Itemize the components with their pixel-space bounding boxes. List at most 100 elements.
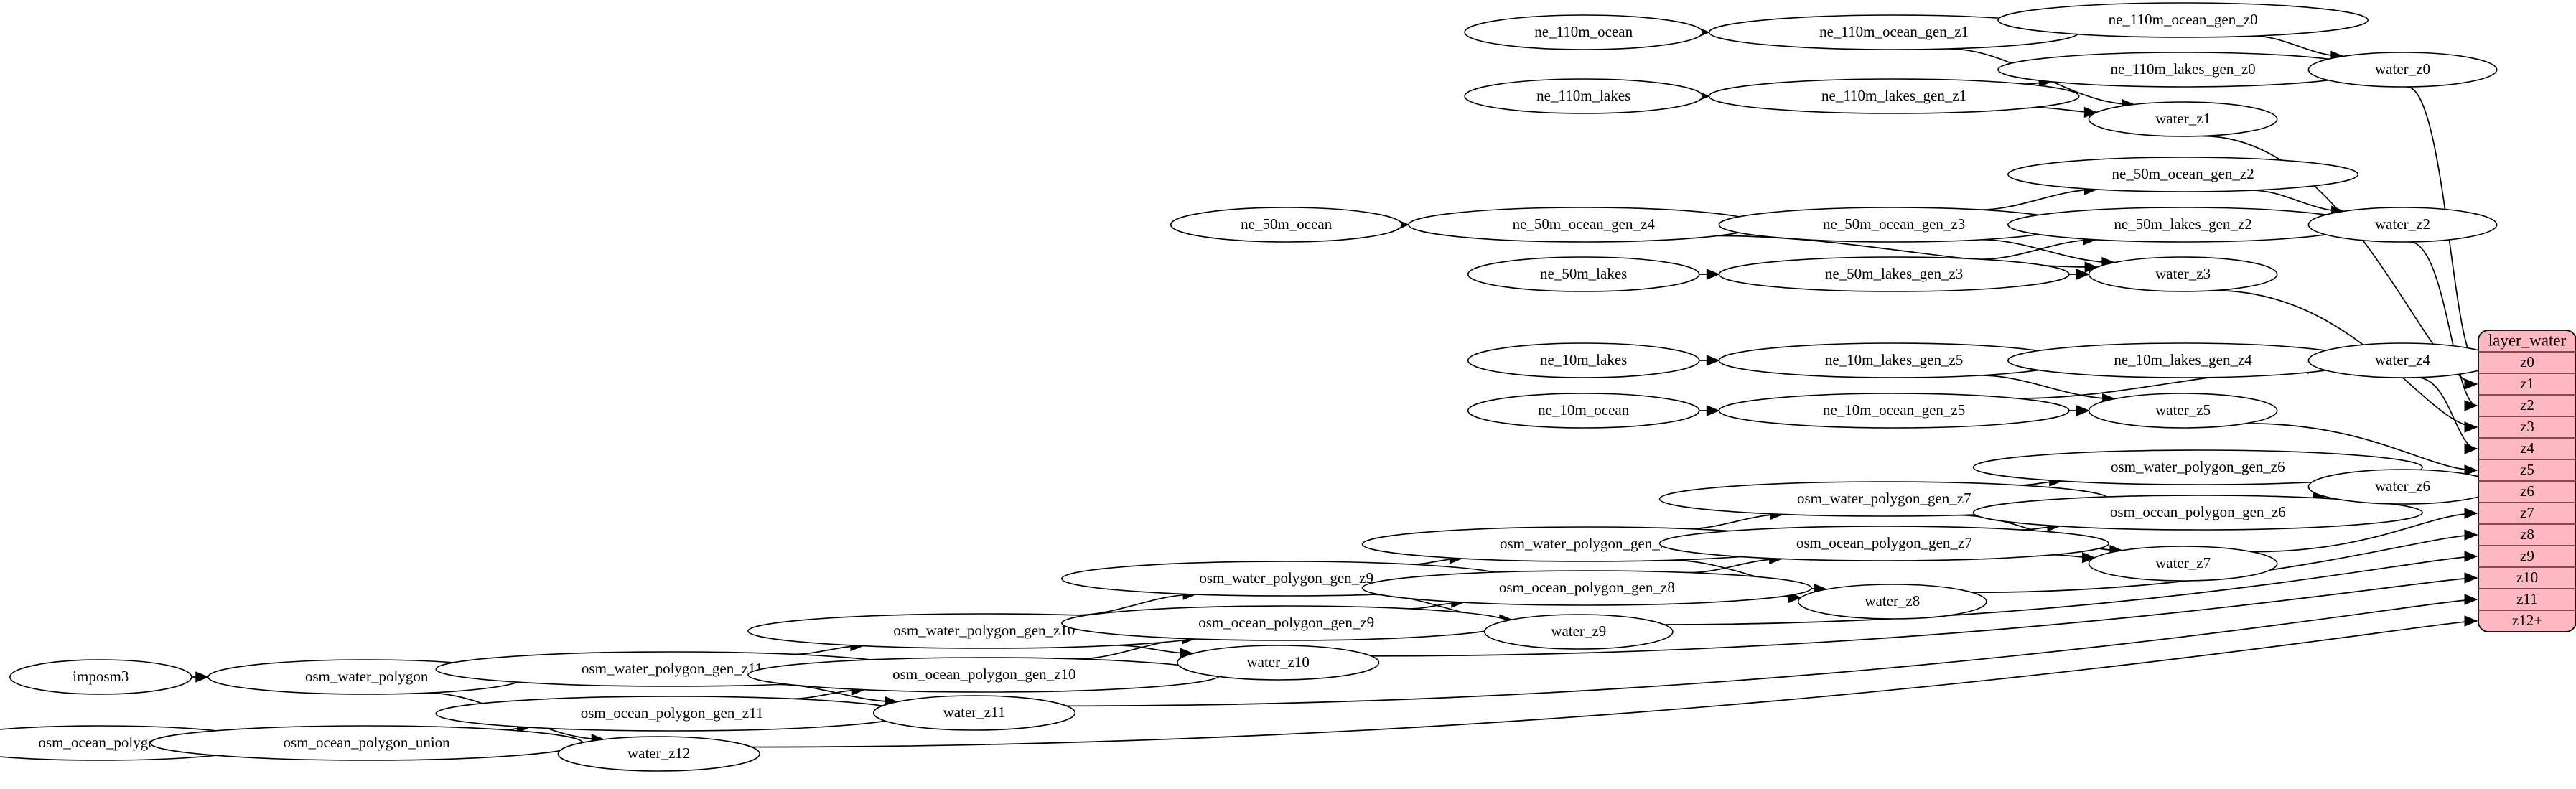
edge-water_z2-to-table-z2: [2409, 241, 2478, 411]
node-label: water_z10: [1246, 653, 1309, 671]
edge-water_z5-to-table-z5: [2246, 422, 2478, 476]
node-label: ne_50m_ocean_gen_z3: [1823, 215, 1965, 233]
table-row-z0[interactable]: z0: [2520, 353, 2534, 370]
node-label: ne_110m_lakes_gen_z0: [2111, 60, 2256, 78]
node-label: osm_ocean_polygon_gen_z9: [1198, 614, 1374, 631]
node-label: water_z4: [2375, 351, 2430, 368]
node-label: ne_50m_lakes: [1540, 265, 1627, 282]
edge-water_z7-to-table-z7: [2251, 508, 2478, 553]
table-row-z3[interactable]: z3: [2520, 418, 2534, 435]
table-row-z12+[interactable]: z12+: [2512, 612, 2542, 629]
node-water_z11[interactable]: water_z11: [872, 695, 1076, 731]
node-label: water_z6: [2375, 477, 2430, 495]
node-label: water_z5: [2155, 401, 2211, 419]
node-ne_50m_ocean_gen_z4[interactable]: ne_50m_ocean_gen_z4: [1408, 207, 1760, 243]
node-ne_110m_ocean_gen_z1[interactable]: ne_110m_ocean_gen_z1: [1708, 14, 2080, 50]
table-row-z1[interactable]: z1: [2520, 375, 2534, 392]
table-row-z7[interactable]: z7: [2520, 504, 2534, 521]
node-label: water_z1: [2155, 110, 2211, 127]
layer-water-table[interactable]: layer_water z0 z1 z2 z3 z4 z5 z6 z7 z8 z9 z10 z11 z12…: [2478, 330, 2576, 632]
edge-ne_110m_lakes_gen_z1-to-water_z1: [2035, 106, 2098, 118]
node-water_z1[interactable]: water_z1: [2088, 101, 2278, 137]
edge-water_z9-to-table-z9: [1663, 551, 2478, 625]
node-ne_110m_ocean_gen_z0[interactable]: ne_110m_ocean_gen_z0: [1997, 2, 2369, 38]
node-ne_110m_lakes_gen_z1[interactable]: ne_110m_lakes_gen_z1: [1708, 78, 2080, 114]
node-ne_110m_lakes_gen_z0[interactable]: ne_110m_lakes_gen_z0: [1997, 52, 2369, 88]
table-header-label: layer_water: [2488, 331, 2567, 349]
node-osm_ocean_polygon_gen_z6[interactable]: osm_ocean_polygon_gen_z6: [1972, 495, 2423, 531]
node-water_z3[interactable]: water_z3: [2088, 256, 2278, 292]
node-label: ne_110m_ocean_gen_z1: [1819, 23, 1969, 40]
node-ne_50m_lakes[interactable]: ne_50m_lakes: [1467, 256, 1700, 292]
edge-water_z4-to-table-z4: [2417, 376, 2478, 454]
table-row-z4[interactable]: z4: [2520, 439, 2534, 457]
node-label: ne_110m_lakes_gen_z1: [1821, 87, 1966, 104]
node-osm_ocean_polygon_gen_z9[interactable]: osm_ocean_polygon_gen_z9: [1061, 605, 1512, 641]
node-water_z9[interactable]: water_z9: [1483, 614, 1674, 650]
table-row-z6[interactable]: z6: [2520, 482, 2534, 500]
node-water_z5[interactable]: water_z5: [2088, 393, 2278, 429]
edge-water_z8-to-table-z8: [1972, 529, 2478, 594]
node-osm_ocean_polygon_gen_z11[interactable]: osm_ocean_polygon_gen_z11: [435, 696, 909, 732]
node-label: osm_water_polygon_gen_z8: [1500, 535, 1674, 552]
node-osm_ocean_polygon_gen_z7[interactable]: osm_ocean_polygon_gen_z7: [1658, 526, 2109, 561]
node-water_z2[interactable]: water_z2: [2307, 207, 2498, 243]
node-imposm3[interactable]: imposm3: [9, 659, 192, 695]
node-ne_10m_lakes[interactable]: ne_10m_lakes: [1467, 342, 1700, 378]
table-row-z8[interactable]: z8: [2520, 526, 2534, 543]
node-ne_10m_ocean_gen_z5[interactable]: ne_10m_ocean_gen_z5: [1718, 393, 2070, 429]
table-row-z5[interactable]: z5: [2520, 461, 2534, 478]
node-label: ne_10m_ocean: [1538, 401, 1630, 419]
node-water_z6[interactable]: water_z6: [2307, 469, 2498, 505]
node-water_z4[interactable]: water_z4: [2307, 342, 2498, 378]
node-osm_water_polygon_gen_z6[interactable]: osm_water_polygon_gen_z6: [1972, 449, 2423, 485]
node-label: ne_50m_ocean_gen_z2: [2111, 165, 2254, 182]
table-row-z2[interactable]: z2: [2520, 396, 2534, 414]
table-row-z10[interactable]: z10: [2516, 569, 2538, 586]
node-label: osm_ocean_polygon: [38, 734, 163, 751]
node-label: osm_ocean_polygon_gen_z11: [581, 704, 764, 722]
node-ne_110m_ocean[interactable]: ne_110m_ocean: [1464, 14, 1704, 50]
table-row-z11[interactable]: z11: [2516, 590, 2538, 607]
node-label: water_z7: [2155, 554, 2211, 571]
edge-ne_50m_lakes_gen_z3-to-water_z3: [2068, 269, 2090, 280]
node-ne_10m_lakes_gen_z4[interactable]: ne_10m_lakes_gen_z4: [2007, 342, 2359, 378]
table-row-z9[interactable]: z9: [2520, 547, 2534, 564]
node-ne_110m_lakes[interactable]: ne_110m_lakes: [1464, 78, 1704, 114]
node-ne_50m_lakes_gen_z3[interactable]: ne_50m_lakes_gen_z3: [1718, 256, 2070, 292]
node-water_z10[interactable]: water_z10: [1177, 645, 1380, 681]
edge-ne_10m_ocean-to-ne_10m_ocean_gen_z5: [1699, 405, 1720, 416]
node-ne_10m_ocean[interactable]: ne_10m_ocean: [1467, 393, 1700, 429]
node-osm_ocean_polygon_union[interactable]: osm_ocean_polygon_union: [149, 725, 584, 761]
node-label: ne_110m_ocean: [1534, 23, 1633, 40]
node-label: ne_110m_ocean_gen_z0: [2109, 11, 2258, 28]
node-label: ne_50m_ocean: [1241, 215, 1333, 233]
node-ne_10m_lakes_gen_z5[interactable]: ne_10m_lakes_gen_z5: [1718, 342, 2070, 378]
edge-water_z12-to-table-z12+: [751, 615, 2478, 748]
edge-ne_50m_lakes-to-ne_50m_lakes_gen_z3: [1699, 269, 1720, 280]
node-ne_50m_ocean_gen_z2[interactable]: ne_50m_ocean_gen_z2: [2007, 157, 2359, 192]
node-label: water_z0: [2375, 60, 2430, 78]
node-label: osm_water_polygon: [305, 668, 429, 685]
node-label: imposm3: [73, 668, 129, 685]
node-osm_ocean_polygon_gen_z8[interactable]: osm_ocean_polygon_gen_z8: [1361, 570, 1812, 606]
node-ne_50m_lakes_gen_z2[interactable]: ne_50m_lakes_gen_z2: [2007, 207, 2359, 243]
node-label: water_z11: [943, 704, 1006, 721]
node-water_z12[interactable]: water_z12: [557, 736, 760, 772]
node-label: water_z8: [1865, 592, 1920, 610]
node-water_z8[interactable]: water_z8: [1797, 584, 1987, 620]
node-label: ne_50m_ocean_gen_z4: [1513, 215, 1656, 233]
node-water_z7[interactable]: water_z7: [2088, 546, 2278, 582]
node-label: ne_10m_lakes_gen_z4: [2114, 351, 2252, 368]
node-label: ne_10m_lakes_gen_z5: [1825, 351, 1963, 368]
node-label: osm_water_polygon_gen_z11: [582, 660, 762, 677]
node-ne_50m_ocean[interactable]: ne_50m_ocean: [1170, 207, 1403, 243]
node-ne_50m_ocean_gen_z3[interactable]: ne_50m_ocean_gen_z3: [1718, 207, 2070, 243]
node-water_z0[interactable]: water_z0: [2307, 52, 2498, 88]
node-osm_ocean_polygon_gen_z10[interactable]: osm_ocean_polygon_gen_z10: [747, 657, 1221, 693]
node-label: osm_water_polygon_gen_z10: [893, 622, 1075, 639]
nodes-layer: imposm3 osm_water_polygon osm_ocean_polygo…: [0, 2, 2498, 772]
edge-ne_10m_ocean_gen_z5-to-water_z5: [2068, 405, 2090, 416]
